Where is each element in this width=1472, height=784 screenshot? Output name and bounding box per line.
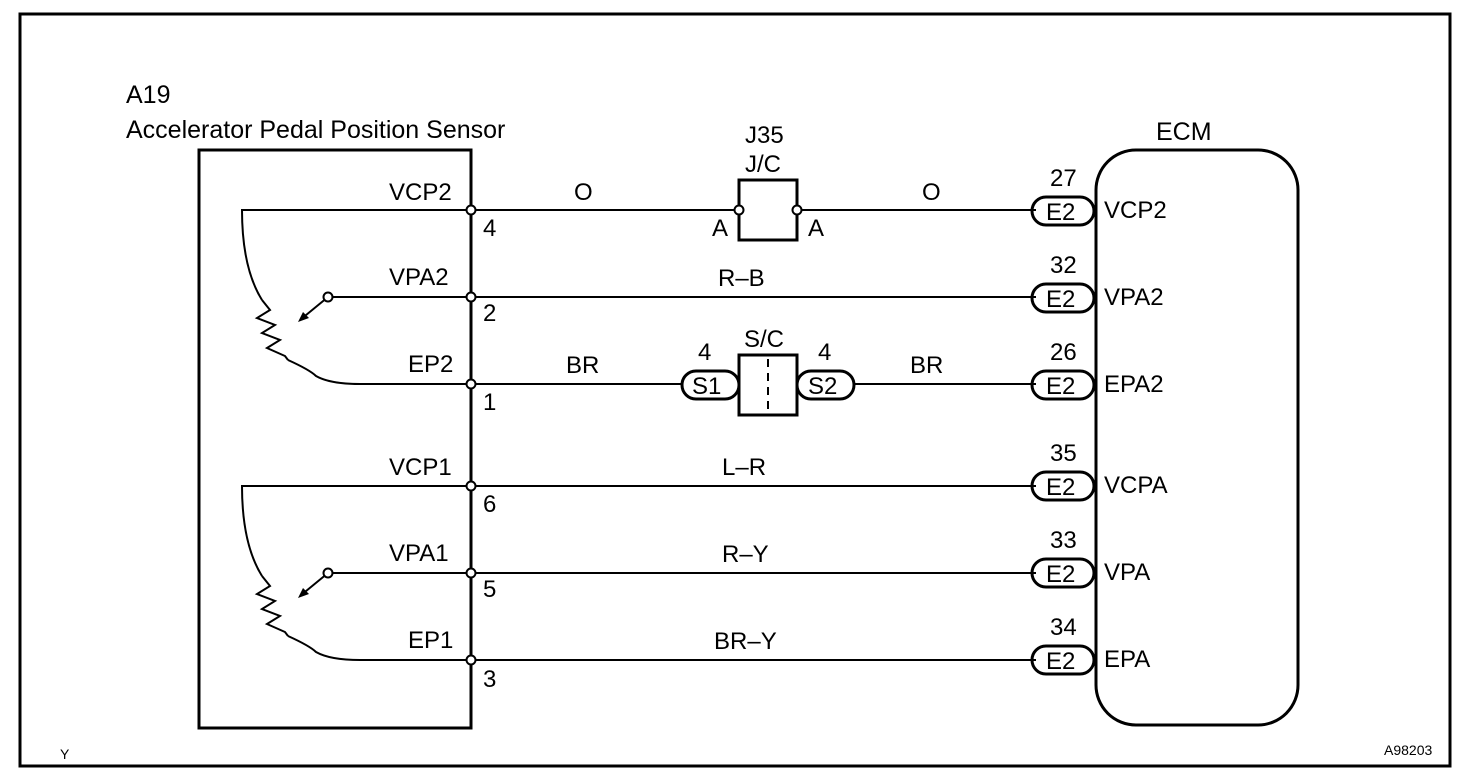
sensor-terminal-label: EP2 [408,351,453,378]
sensor-terminal-label: VPA1 [389,540,449,567]
ecm-terminal-row: E2 34 EPA [1030,614,1150,676]
wire-color-label: BR [566,352,599,379]
ecm-pin-number: 32 [1050,252,1077,279]
junction-terminal-label: A [712,215,728,242]
ecm-terminal-label: EPA2 [1104,371,1164,398]
ecm-terminal-row: E2 35 VCPA [1030,440,1168,502]
ecm-terminal-row: E2 27 VCP2 [1030,165,1167,227]
ecm-terminal-row: E2 33 VPA [1030,527,1150,589]
sensor-pin-number: 6 [483,491,496,518]
sensor-pin-number: 2 [483,300,496,327]
junction-name: J/C [745,151,781,178]
shorting-connector: S/C S1 S2 4 4 [680,326,856,417]
sensor-terminal-label: VCP1 [389,454,452,481]
ecm-terminal-label: VCP2 [1104,197,1167,224]
sensor-terminal-label: VCP2 [389,179,452,206]
shorting-name: S/C [744,326,784,353]
sensor-name: Accelerator Pedal Position Sensor [126,116,505,144]
sensor-terminal-label: VPA2 [389,264,449,291]
wire-color-label: R–Y [722,541,769,568]
junction-code: J35 [745,122,784,149]
ecm-pin-number: 34 [1050,614,1077,641]
junction-terminal-label: A [808,215,824,242]
ecm-connector-label: E2 [1046,648,1075,675]
sensor-box [197,148,473,730]
sensor-terminal-dot [465,567,477,579]
figure-id: A98203 [1384,742,1432,758]
sensor-terminal-dot [465,654,477,666]
wire-color-label: O [574,179,593,206]
ecm-terminal-label: VPA [1104,559,1150,586]
ecm-connector-label: E2 [1046,286,1075,313]
ecm-connector-label: E2 [1046,474,1075,501]
sensor-pin-number: 5 [483,576,496,603]
ecm-pin-number: 33 [1050,527,1077,554]
ecm-name: ECM [1156,118,1212,146]
ecm-terminal-label: EPA [1104,646,1150,673]
ecm-pin-number: 27 [1050,165,1077,192]
shorting-right-pin: 4 [818,339,831,366]
ecm-connector-label: E2 [1046,199,1075,226]
wire-color-label: O [922,179,941,206]
sensor-terminal-dot [465,480,477,492]
ecm-box [1094,148,1300,727]
sensor-pin-number: 3 [483,666,496,693]
ecm-terminal-row: E2 26 EPA2 [1030,339,1164,401]
sensor-pin-number: 1 [483,389,496,416]
junction-connector: J35 J/C A A [712,122,824,242]
potentiometer-upper [240,209,471,385]
sensor-terminal-dot [465,204,477,216]
wire-color-label: L–R [722,454,766,481]
sensor-terminal-dot [465,378,477,390]
ecm-terminal-label: VPA2 [1104,284,1164,311]
sensor-terminal-dot [465,291,477,303]
wire-color-label: R–B [718,265,765,292]
ecm-pin-number: 26 [1050,339,1077,366]
potentiometer-lower [240,485,471,661]
ecm-connector-label: E2 [1046,373,1075,400]
ecm-connector-label: E2 [1046,561,1075,588]
diagram-frame [18,12,1452,768]
sensor-terminal-label: EP1 [408,627,453,654]
ecm-pin-number: 35 [1050,440,1077,467]
wire-color-label: BR [910,352,943,379]
sensor-pin-number: 4 [483,215,496,242]
shorting-right-connector: S2 [808,373,837,400]
ecm-terminal-row: E2 32 VPA2 [1030,252,1164,314]
shorting-left-pin: 4 [698,339,711,366]
wire-color-label: BR–Y [714,628,777,655]
sensor-code: A19 [126,81,170,109]
shorting-left-connector: S1 [692,373,721,400]
ecm-terminal-label: VCPA [1104,472,1168,499]
corner-mark: Y [60,746,70,762]
